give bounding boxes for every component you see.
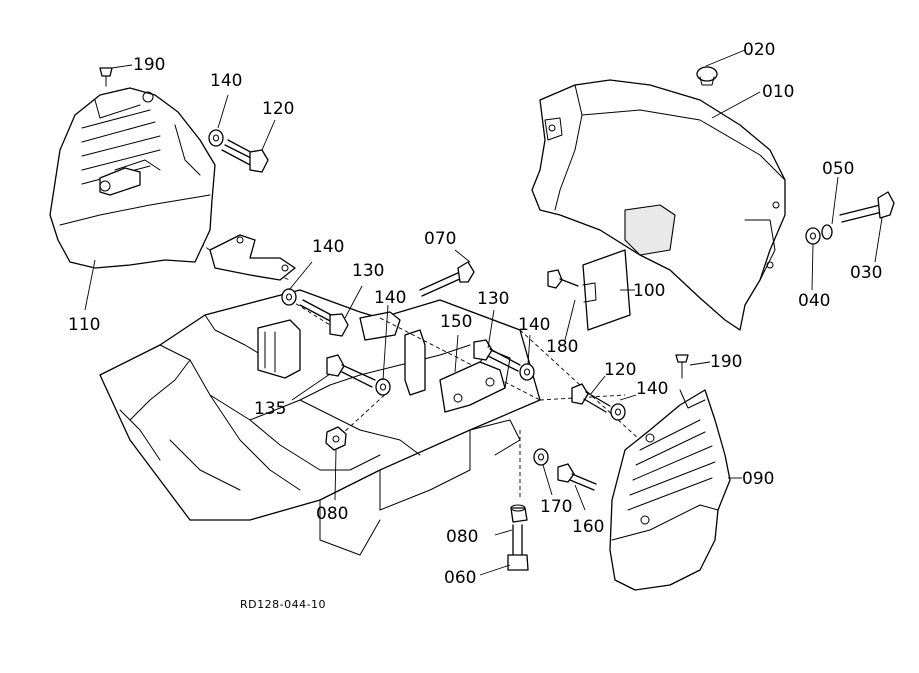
bracket-150 (439, 349, 511, 413)
part-labels: 020 010 050 030 040 100 180 190 120 140 … (68, 40, 882, 588)
label-140-mid: 140 (312, 237, 344, 257)
label-150: 150 (440, 312, 472, 332)
drawing-code: RD128-044-10 (240, 598, 326, 611)
label-170: 170 (540, 497, 572, 517)
washer-140-center (375, 378, 391, 396)
label-140-center: 140 (374, 288, 406, 308)
right-side-cover-090 (609, 389, 731, 591)
label-140-right-low: 140 (636, 379, 668, 399)
label-160: 160 (572, 517, 604, 537)
left-side-cover-110 (49, 87, 296, 281)
washer-170 (533, 448, 549, 466)
bolt-030 (839, 191, 895, 223)
label-080-left: 080 (316, 504, 348, 524)
bolt-160 (557, 463, 597, 491)
label-020: 010 (762, 82, 794, 102)
label-190-right: 190 (710, 352, 742, 372)
bolt-120-right (571, 383, 611, 413)
label-080-lower: 080 (446, 527, 478, 547)
label-090: 090 (742, 469, 774, 489)
label-050: 050 (822, 159, 854, 179)
fastener-190-right (675, 354, 689, 379)
bolt-130-mid (299, 299, 349, 337)
label-030: 030 (850, 263, 882, 283)
nut-080-lower (510, 504, 528, 523)
washer-140-right-low (610, 403, 626, 421)
bolt-130-right (473, 339, 521, 372)
bolt-120-left (221, 139, 269, 173)
washer-040 (805, 227, 821, 245)
label-040: 040 (798, 291, 830, 311)
label-180: 180 (546, 337, 578, 357)
bolt-135 (326, 354, 376, 388)
label-130-mid: 130 (352, 261, 384, 281)
washer-140-left (208, 129, 224, 147)
label-070: 070 (424, 229, 456, 249)
bolt-070 (419, 261, 475, 297)
label-120-right: 120 (604, 360, 636, 380)
label-110: 110 (68, 315, 100, 335)
plug-020 (696, 66, 718, 86)
fastener-190-left (99, 67, 113, 87)
label-190-left: 190 (133, 55, 165, 75)
screw-180 (547, 269, 579, 289)
label-120-left: 120 (262, 99, 294, 119)
label-140-right-mid: 140 (518, 315, 550, 335)
bolt-060 (507, 524, 529, 571)
label-100: 100 (633, 281, 665, 301)
label-060: 060 (444, 568, 476, 588)
leader-lines (84, 49, 883, 576)
label-135: 135 (254, 399, 286, 419)
plate-100 (582, 249, 631, 331)
chassis-frame (99, 179, 641, 556)
front-panel-010 (531, 79, 786, 331)
nut-080-left (325, 426, 347, 451)
label-010: 020 (743, 40, 775, 60)
washer-140-mid (281, 288, 297, 306)
label-130-right: 130 (477, 289, 509, 309)
lockwasher-050 (821, 224, 833, 240)
label-140-left: 140 (210, 71, 242, 91)
washer-140-right-mid (519, 363, 535, 381)
